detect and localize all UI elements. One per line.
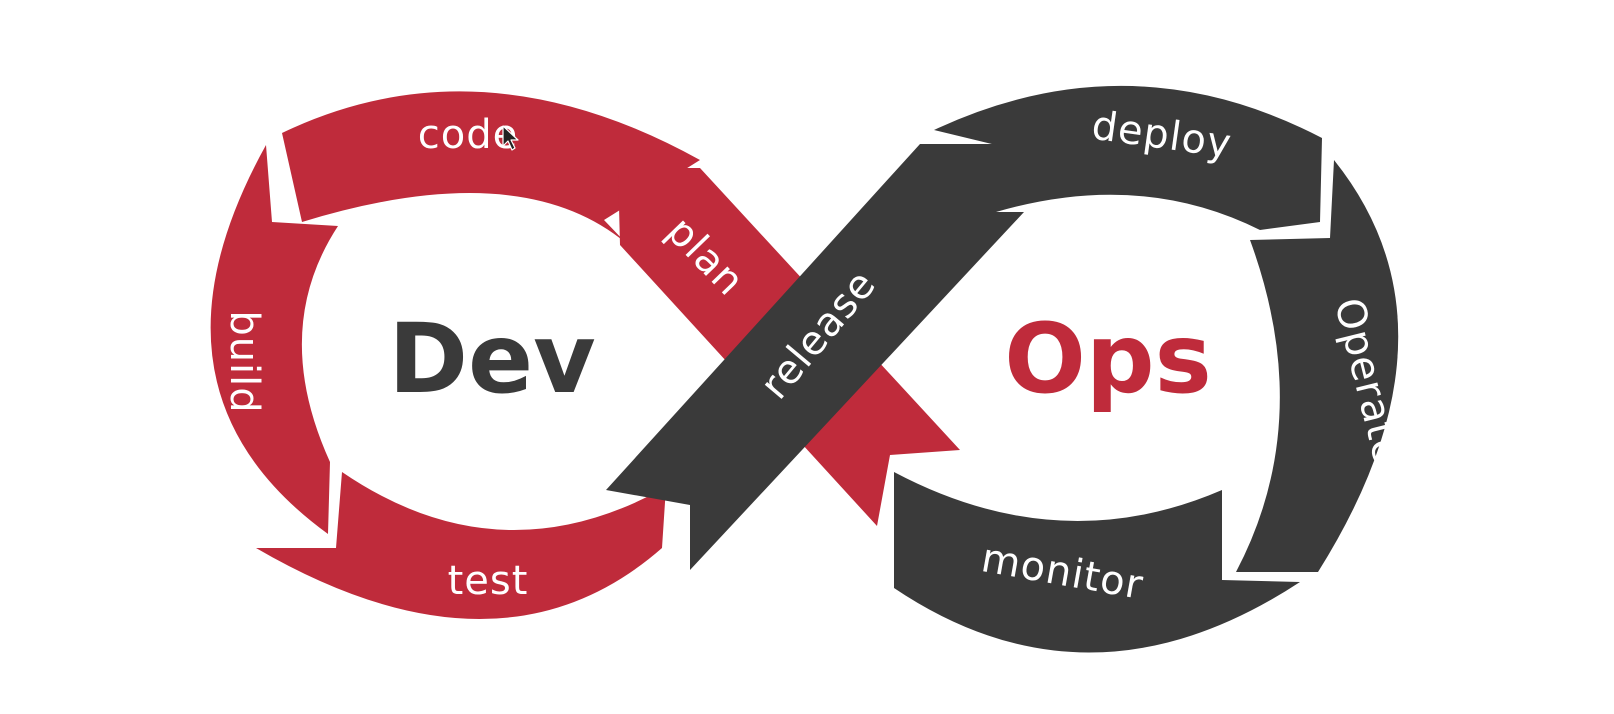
segment-build (210, 145, 338, 534)
segment-monitor (894, 472, 1300, 653)
ops-center-label: Ops (1004, 303, 1211, 415)
segment-deploy (934, 85, 1322, 230)
segment-test (256, 472, 666, 619)
stage-build-label: build (221, 310, 267, 413)
ops-loop (606, 85, 1399, 653)
segment-release (606, 144, 1024, 570)
segment-operate (1236, 160, 1399, 572)
segment-code (282, 91, 700, 243)
arrow-cursor-icon (502, 125, 519, 151)
dev-center-label: Dev (388, 303, 595, 415)
stage-test-label: test (448, 558, 529, 604)
stage-code-label: code (418, 112, 518, 158)
